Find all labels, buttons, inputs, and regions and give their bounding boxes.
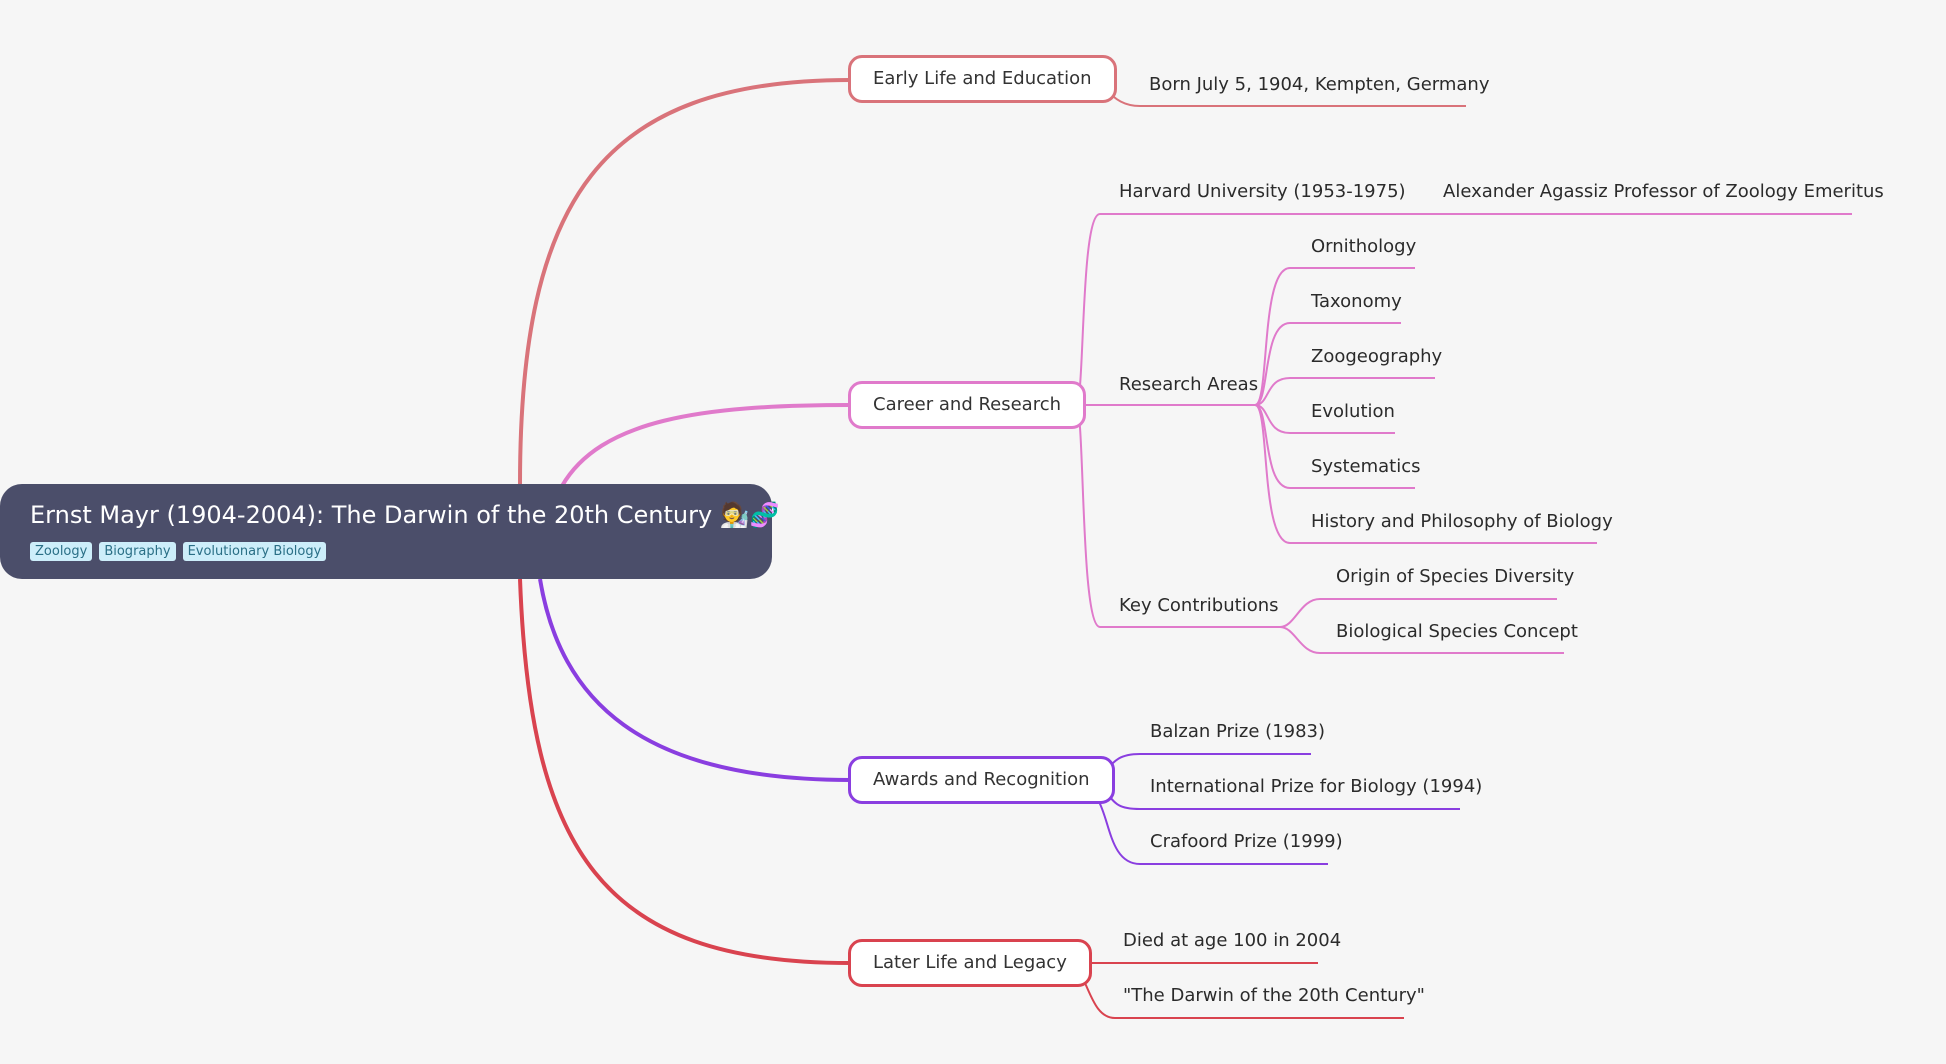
connector-career [560, 403, 851, 487]
leaf-born[interactable]: Born July 5, 1904, Kempten, Germany [1149, 74, 1490, 95]
tag-zoology[interactable]: Zoology [30, 542, 93, 561]
leaf-taxonomy[interactable]: Taxonomy [1311, 291, 1402, 312]
leaf-international-prize[interactable]: International Prize for Biology (1994) [1150, 776, 1483, 797]
leaf-died[interactable]: Died at age 100 in 2004 [1123, 930, 1342, 951]
connector-kc-1 [1279, 598, 1557, 628]
connector-ra-1 [1254, 267, 1415, 406]
leaf-evolution[interactable]: Evolution [1311, 401, 1395, 422]
connector-aw-3 [1097, 799, 1328, 865]
node-harvard[interactable]: Harvard University (1953-1975) [1119, 181, 1406, 202]
connector-awards [538, 578, 851, 782]
leaf-balzan[interactable]: Balzan Prize (1983) [1150, 721, 1326, 742]
tag-biography[interactable]: Biography [99, 542, 176, 561]
leaf-species-concept[interactable]: Biological Species Concept [1336, 621, 1578, 642]
connector-ra-2 [1254, 322, 1401, 406]
branch-early-life[interactable]: Early Life and Education [848, 55, 1117, 103]
connector-aw-1 [1104, 753, 1311, 773]
root-tags: Zoology Biography Evolutionary Biology [30, 542, 742, 561]
leaf-darwin-title[interactable]: "The Darwin of the 20th Century" [1123, 985, 1425, 1006]
branch-later-life[interactable]: Later Life and Legacy [848, 939, 1092, 987]
connector-ra-6 [1254, 404, 1597, 544]
connector-later-life [518, 578, 851, 965]
connector-ra-4 [1254, 404, 1395, 434]
branch-career[interactable]: Career and Research [848, 381, 1087, 429]
connector-kc-2 [1279, 626, 1564, 654]
branch-awards[interactable]: Awards and Recognition [848, 756, 1115, 804]
leaf-zoogeography[interactable]: Zoogeography [1311, 346, 1443, 367]
leaf-history-philosophy[interactable]: History and Philosophy of Biology [1311, 511, 1613, 532]
root-title-row: Ernst Mayr (1904-2004): The Darwin of th… [30, 498, 780, 532]
connector-early-life [518, 78, 851, 485]
root-node[interactable]: Ernst Mayr (1904-2004): The Darwin of th… [0, 484, 780, 579]
node-key-contributions[interactable]: Key Contributions [1119, 595, 1279, 616]
node-research-areas[interactable]: Research Areas [1119, 374, 1259, 395]
leaf-ornithology[interactable]: Ornithology [1311, 236, 1417, 257]
leaf-systematics[interactable]: Systematics [1311, 456, 1421, 477]
connector-ra-3 [1254, 377, 1435, 406]
tag-evolutionary-biology[interactable]: Evolutionary Biology [182, 542, 327, 561]
leaf-harvard-detail[interactable]: Alexander Agassiz Professor of Zoology E… [1443, 181, 1884, 202]
leaf-origin-species[interactable]: Origin of Species Diversity [1336, 566, 1575, 587]
root-title: Ernst Mayr (1904-2004): The Darwin of th… [30, 501, 713, 529]
scientist-dna-icon: 🧑‍🔬🧬 [719, 501, 780, 529]
leaf-crafoord[interactable]: Crafoord Prize (1999) [1150, 831, 1343, 852]
